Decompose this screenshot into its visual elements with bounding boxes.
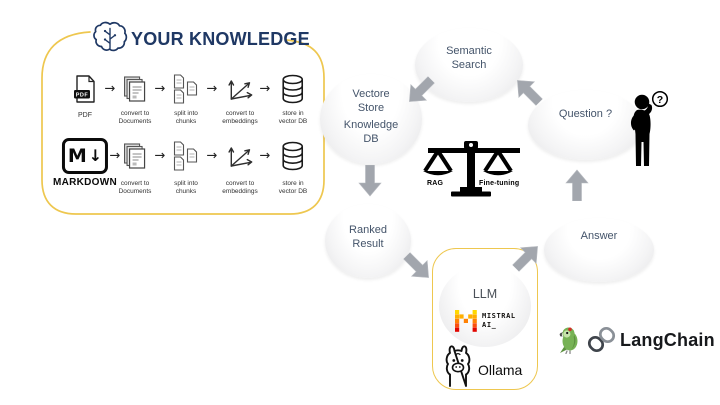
- balance-right-label: Fine-tuning: [479, 180, 520, 187]
- balance-scale-icon: [423, 141, 520, 197]
- node-semantic-search: Semantic Search: [415, 28, 523, 102]
- step-label: PDF: [78, 112, 92, 119]
- flow-arrow-icon: [403, 252, 429, 278]
- step-label: convert to Documents: [118, 110, 152, 125]
- pipeline-arrow-icon: →: [259, 81, 271, 97]
- ollama-logo: Ollama: [441, 341, 522, 387]
- pipeline-arrow-icon: →: [154, 81, 166, 97]
- pipeline-step-vectordb: store in vector DB: [278, 72, 308, 126]
- pipeline-step-chunks: split into chunks: [173, 136, 200, 196]
- step-label: split into chunks: [174, 180, 198, 195]
- knowledge-title: YOUR KNOWLEDGE: [131, 29, 310, 49]
- step-label: store in vector DB: [278, 110, 308, 125]
- langchain-logo: LangChain: [556, 326, 715, 354]
- flow-arrow-icon: [517, 80, 543, 106]
- langchain-label: LangChain: [620, 329, 715, 350]
- step-label: convert to Documents: [118, 180, 152, 195]
- svg-text:PDF: PDF: [76, 93, 89, 99]
- chain-link-icon: [587, 326, 616, 353]
- flow-arrow-icon: [565, 169, 589, 201]
- brain-icon: [93, 21, 128, 52]
- step-label: convert to embeddings: [222, 180, 258, 195]
- pipeline-arrow-icon: →: [206, 148, 218, 164]
- balance-left-label: RAG: [427, 180, 444, 187]
- pipeline-arrow-icon: →: [109, 148, 121, 164]
- pipeline-step-documents: convert to Documents: [118, 72, 152, 126]
- step-label: store in vector DB: [278, 180, 308, 195]
- llm-ellipse-bg: [439, 265, 531, 347]
- pipeline-step-embeddings: convert to embeddings: [222, 136, 258, 196]
- thinking-person-icon: ?: [630, 90, 669, 166]
- node-vector-store: Vectore Store Knowledge DB: [320, 74, 422, 164]
- flow-arrow-icon: [512, 246, 538, 272]
- pipeline-step-chunks: split into chunks: [173, 72, 200, 126]
- embeddings-axes-icon: [228, 147, 253, 167]
- node-question: Question ?: [528, 90, 643, 160]
- mistral-wordmark: MISTRAL AI_: [482, 312, 516, 329]
- documents-stack-icon: [124, 76, 146, 102]
- pipeline-step-vectordb: store in vector DB: [278, 136, 308, 196]
- ollama-label: Ollama: [478, 362, 523, 378]
- pipeline-step-embeddings: convert to embeddings: [222, 72, 258, 126]
- pipeline-arrow-icon: →: [104, 81, 116, 97]
- flow-arrow-icon: [409, 76, 435, 102]
- step-label: MARKDOWN: [52, 177, 118, 188]
- llm-box: LLM MISTRAL AI: [432, 248, 538, 390]
- ollama-llama-icon: [445, 345, 471, 387]
- flow-arrow-icon: [358, 165, 382, 197]
- mistral-ai-logo: MISTRAL AI_: [455, 310, 516, 332]
- node-ranked-result: Ranked Result: [325, 204, 411, 278]
- step-label: convert to embeddings: [222, 110, 258, 125]
- pipeline-source-markdown: M ↓ MARKDOWN: [52, 136, 118, 188]
- mistral-m-icon: [455, 310, 477, 332]
- database-icon: [282, 141, 304, 171]
- parrot-icon: [559, 327, 578, 354]
- step-label: split into chunks: [174, 110, 198, 125]
- pipeline-arrow-icon: →: [206, 81, 218, 97]
- documents-stack-icon: [124, 143, 146, 169]
- embeddings-axes-icon: [228, 80, 253, 100]
- markdown-icon: M ↓: [62, 138, 108, 174]
- chunks-icon: [173, 141, 198, 171]
- llm-title: LLM: [472, 287, 498, 301]
- pipeline-step-documents: convert to Documents: [118, 136, 152, 196]
- pipeline-arrow-icon: →: [154, 148, 166, 164]
- database-icon: [282, 74, 304, 104]
- chunks-icon: [173, 74, 198, 104]
- pipeline-source-pdf: PDF PDF: [73, 72, 97, 120]
- svg-text:?: ?: [657, 94, 663, 106]
- node-answer: Answer: [544, 218, 654, 282]
- pipeline-arrow-icon: →: [259, 148, 271, 164]
- pdf-file-icon: PDF: [74, 75, 95, 103]
